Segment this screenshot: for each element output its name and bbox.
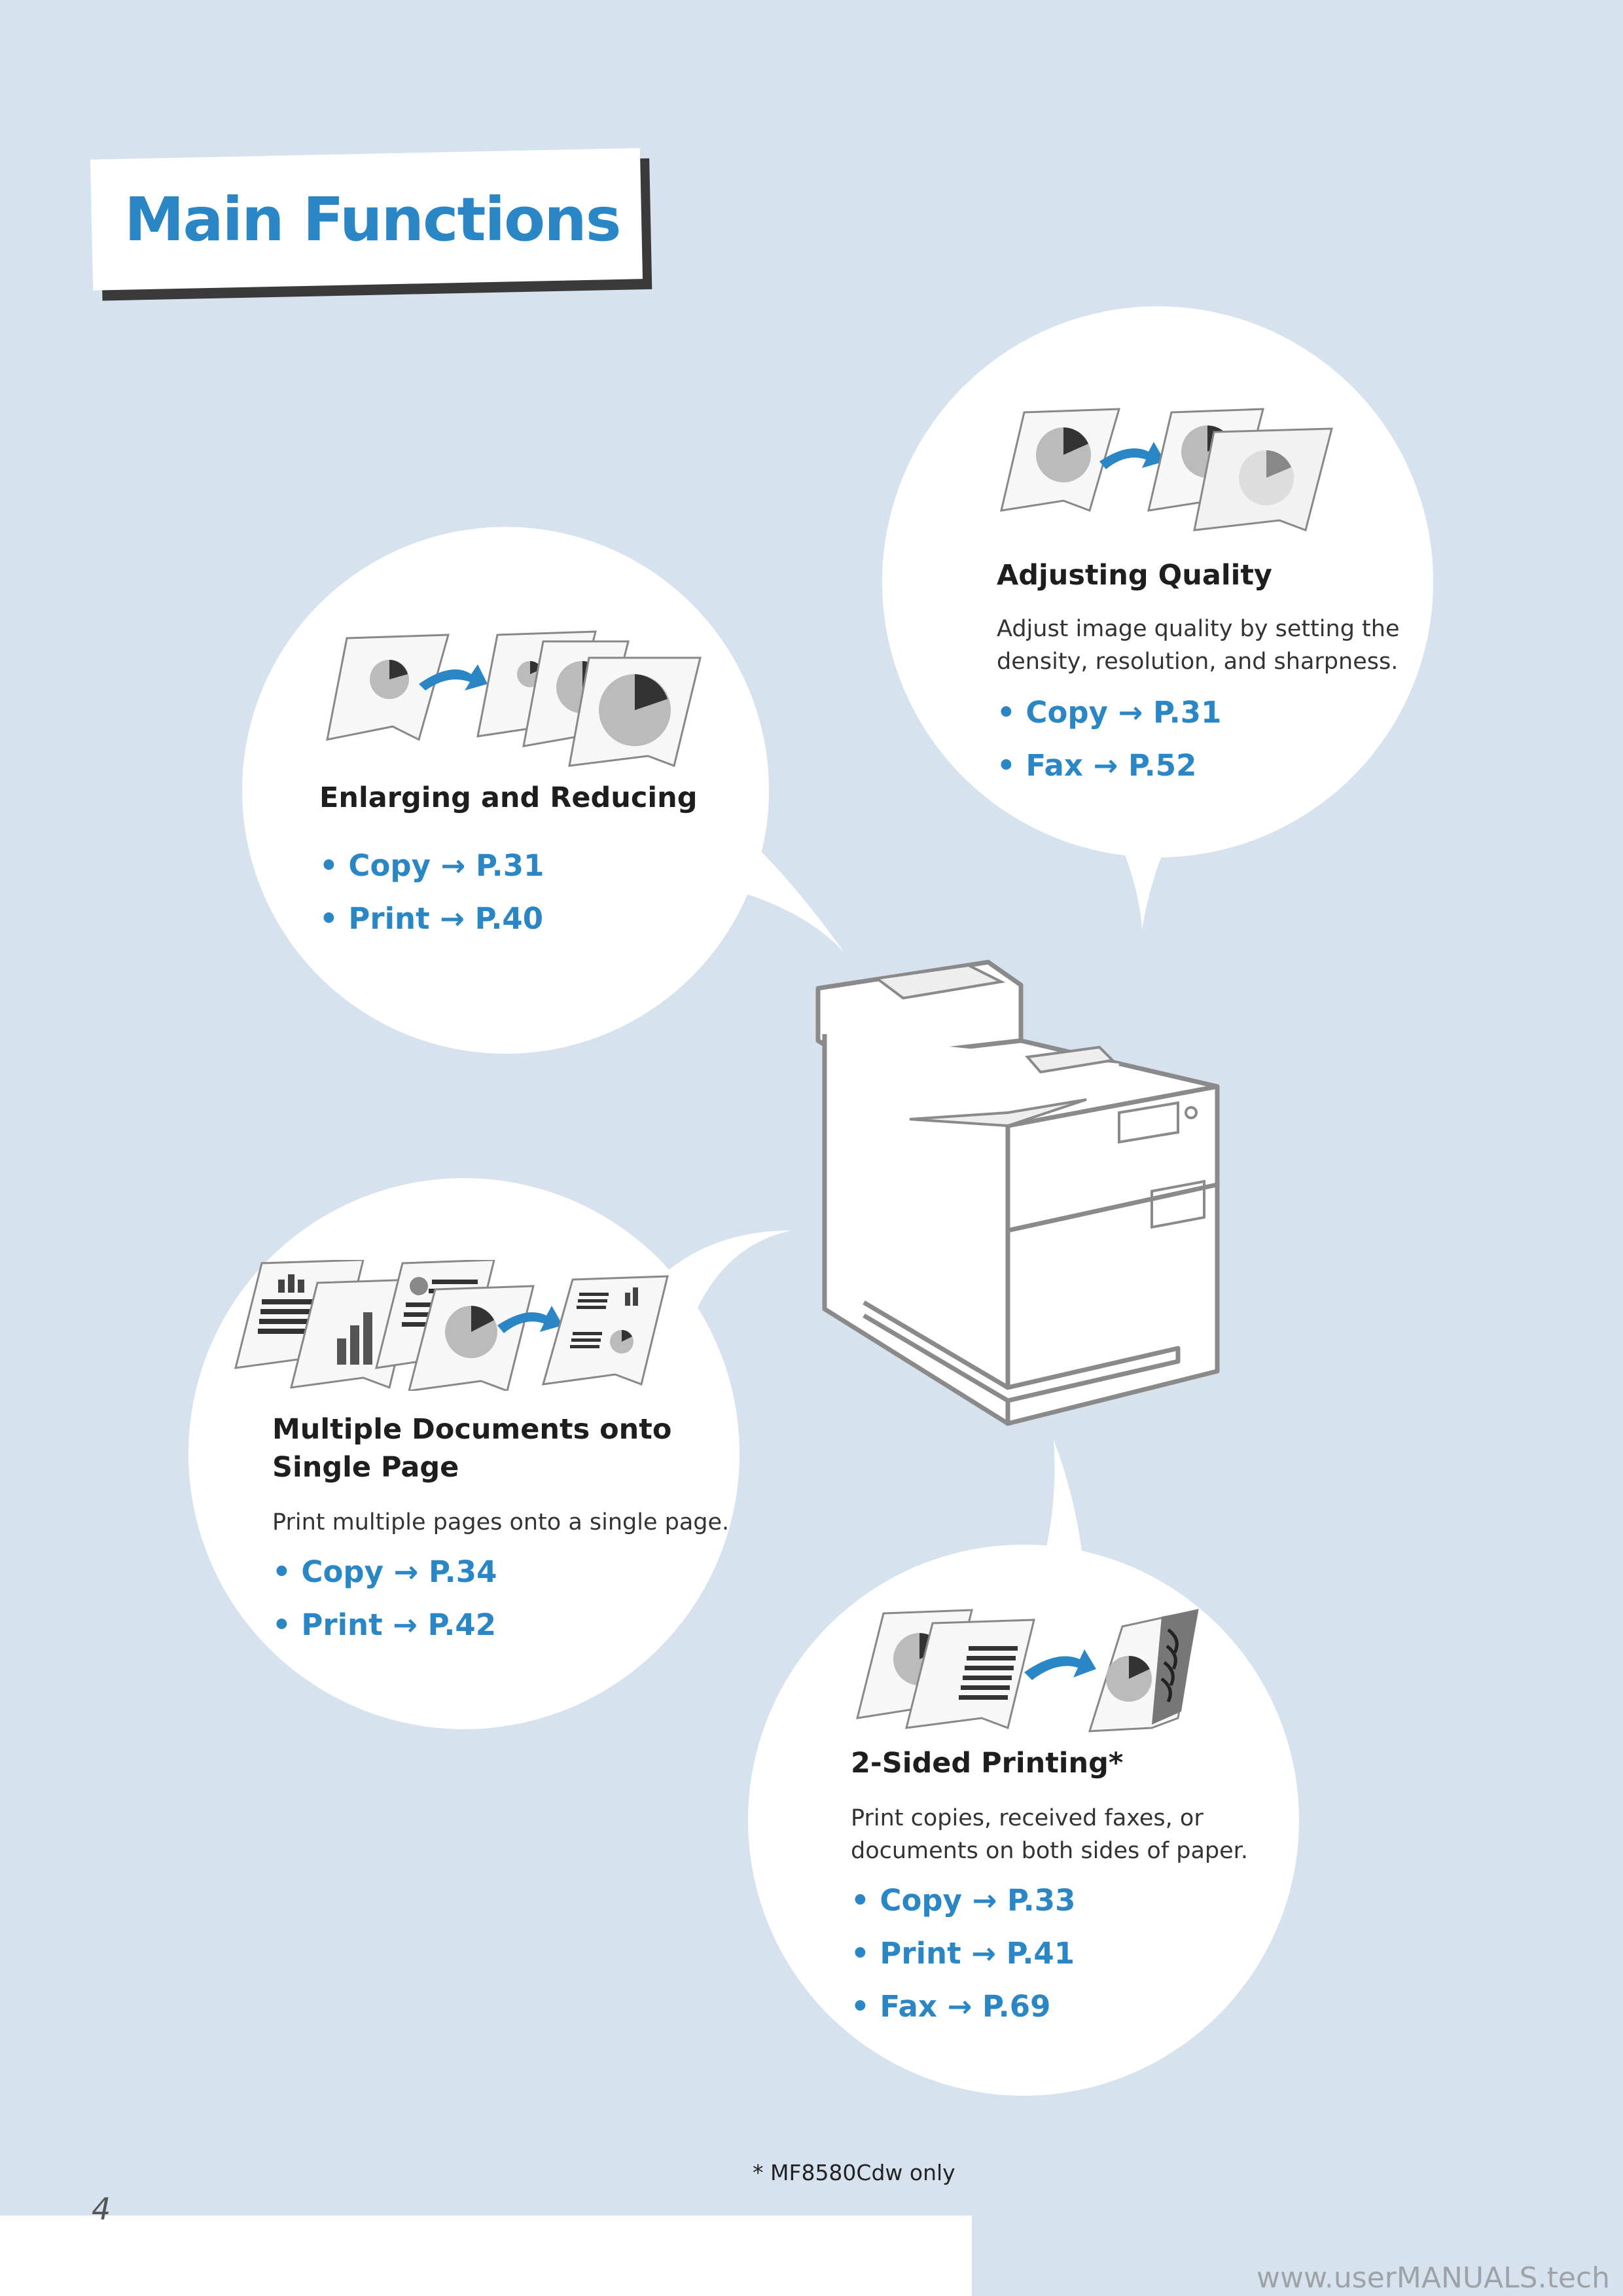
multiple-illustration xyxy=(234,1260,669,1391)
enlarging-print-link[interactable]: • Print → P.40 xyxy=(319,901,544,936)
two-sided-title: 2-Sided Printing* xyxy=(851,1747,1124,1780)
multiple-title-line-1: Multiple Documents onto xyxy=(272,1413,672,1446)
arrow-icon xyxy=(1099,442,1165,469)
text-document-icon xyxy=(905,1619,1035,1729)
arrow-icon xyxy=(1024,1649,1096,1680)
two-sided-copy-link[interactable]: • Copy → P.33 xyxy=(851,1883,1076,1918)
combined-page-icon xyxy=(541,1275,669,1386)
enlarging-copy-link[interactable]: • Copy → P.31 xyxy=(319,848,544,883)
two-sided-description-line-2: documents on both sides of paper. xyxy=(851,1838,1248,1864)
bottom-strip xyxy=(0,2215,972,2296)
quality-illustration xyxy=(1000,408,1333,531)
two-sided-illustration xyxy=(855,1609,1199,1732)
text-document-icon xyxy=(374,1260,535,1391)
pie-chart-document-icon xyxy=(476,630,702,767)
two-sided-print-link[interactable]: • Print → P.41 xyxy=(851,1936,1075,1971)
pie-chart-document-icon xyxy=(1000,408,1121,512)
watermark: www.userMANUALS.tech xyxy=(1257,2261,1610,2295)
bubble-quality xyxy=(882,306,1433,857)
multiple-copy-link[interactable]: • Copy → P.34 xyxy=(272,1554,497,1589)
arrow-icon xyxy=(497,1306,563,1333)
quality-description-line-2: density, resolution, and sharpness. xyxy=(997,649,1399,675)
footnote: * MF8580Cdw only xyxy=(753,2160,955,2185)
pie-chart-document-icon xyxy=(1147,408,1333,531)
page-title: Main Functions xyxy=(124,185,621,255)
multiple-description: Print multiple pages onto a single page. xyxy=(272,1509,730,1535)
two-sided-description-line-1: Print copies, received faxes, or xyxy=(851,1805,1204,1831)
arrow-icon xyxy=(419,664,488,691)
multiple-title-line-2: Single Page xyxy=(272,1451,459,1484)
duplex-page-icon xyxy=(1088,1609,1199,1732)
page-number: 4 xyxy=(92,2191,111,2227)
bubble-enlarging xyxy=(242,527,769,1054)
quality-description-line-1: Adjust image quality by setting the xyxy=(997,616,1400,642)
quality-copy-link[interactable]: • Copy → P.31 xyxy=(997,695,1222,730)
multiple-print-link[interactable]: • Print → P.42 xyxy=(272,1607,497,1642)
pie-chart-document-icon xyxy=(326,634,450,742)
enlarging-illustration xyxy=(326,630,702,767)
printer-illustration xyxy=(815,960,1220,1426)
two-sided-fax-link[interactable]: • Fax → P.69 xyxy=(851,1989,1051,2024)
quality-title: Adjusting Quality xyxy=(997,559,1272,592)
enlarging-title: Enlarging and Reducing xyxy=(319,781,698,814)
quality-fax-link[interactable]: • Fax → P.52 xyxy=(997,748,1197,783)
